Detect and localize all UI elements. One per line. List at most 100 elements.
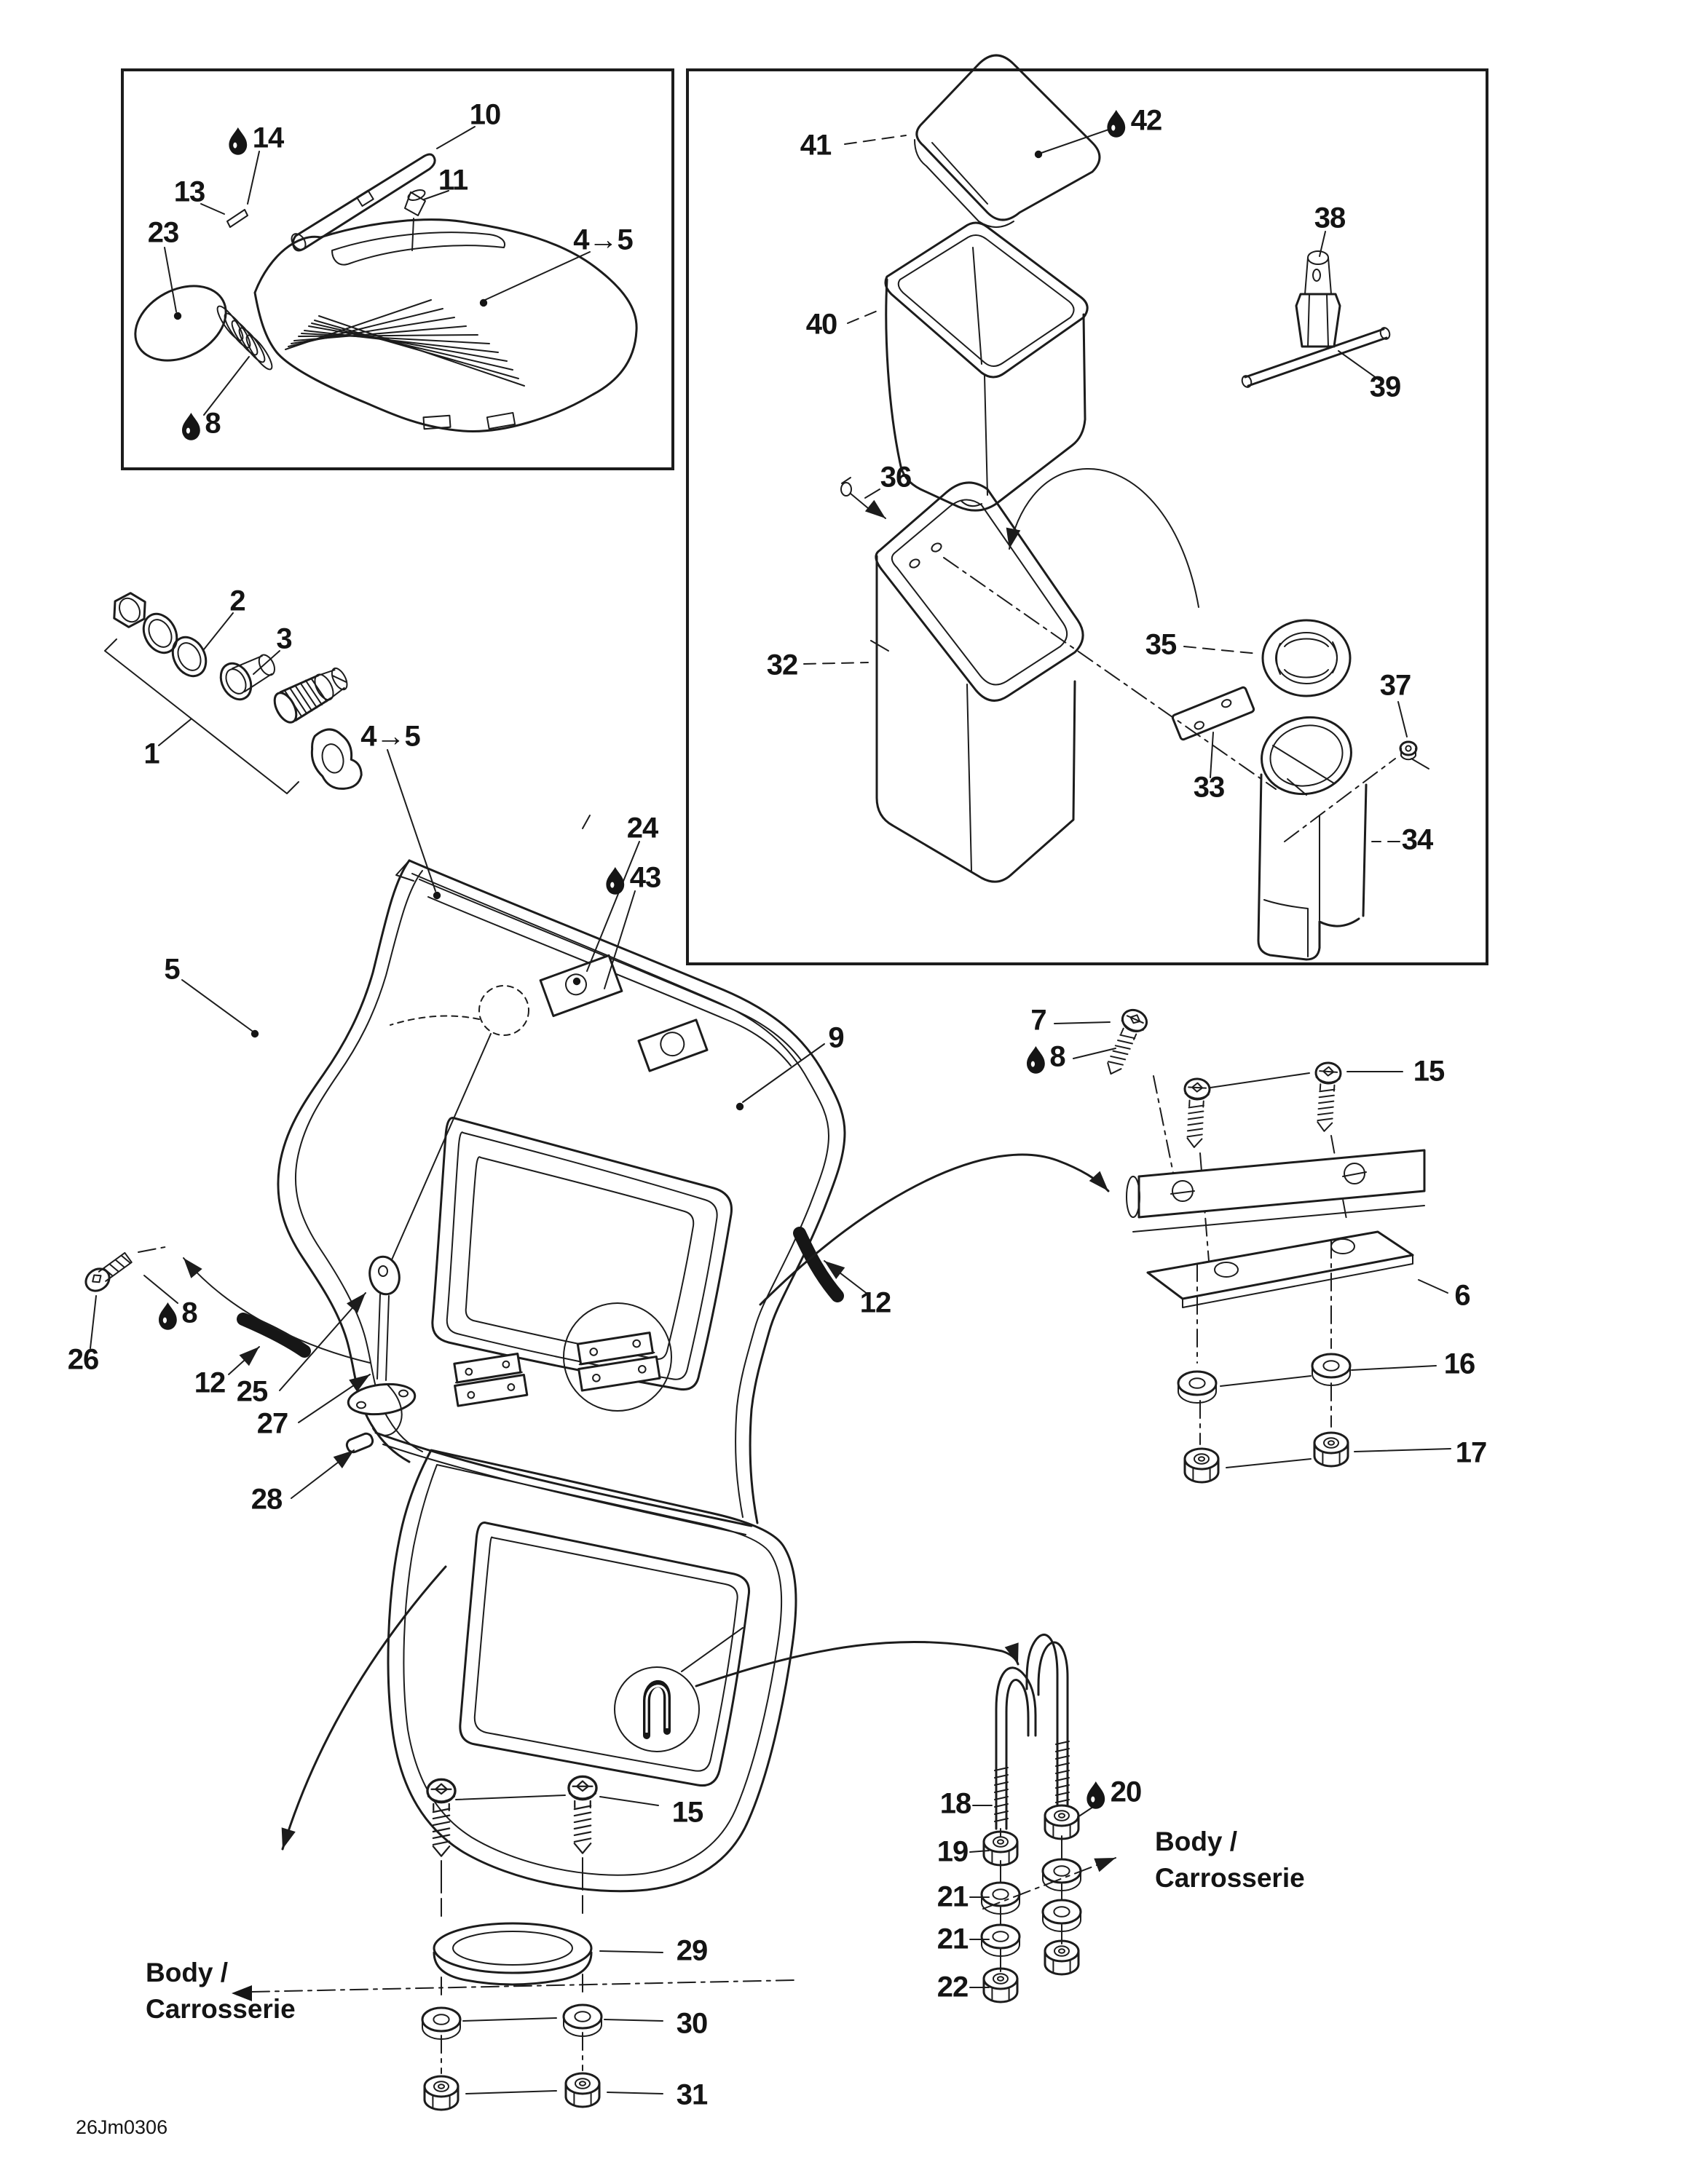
callout-17: 17	[1456, 1437, 1487, 1469]
callout-18: 18	[940, 1788, 971, 1820]
panel-outline-left	[277, 859, 411, 1463]
box1-leader-lines	[164, 126, 591, 416]
panel-bottom-edge	[374, 1431, 753, 1527]
callout-34: 34	[1402, 824, 1434, 856]
callout-1: 1	[143, 738, 159, 770]
panel-outline-right	[408, 859, 846, 1524]
callout-16: 16	[1444, 1348, 1475, 1380]
oil-drop-icon-8-a	[182, 413, 200, 440]
callout-26: 26	[68, 1344, 99, 1376]
callout-10: 10	[470, 99, 501, 131]
callout-6: 6	[1454, 1280, 1470, 1312]
latch-assembly-25-27-28	[345, 1255, 417, 1454]
knob-part-11	[404, 189, 426, 251]
cover-tabs	[422, 411, 516, 430]
callout-37: 37	[1380, 670, 1411, 702]
body-axis-line-left	[251, 1979, 794, 1993]
body-arrow-left	[232, 1985, 252, 2001]
lock-assembly	[104, 592, 441, 900]
oil-drop-icon-42	[1107, 110, 1126, 138]
bottom-left-leaders	[462, 1950, 663, 2094]
hinge-right	[576, 1332, 661, 1392]
callout-15-b: 15	[672, 1797, 703, 1829]
callout-27: 27	[257, 1408, 288, 1440]
box2-leader-lines	[803, 127, 1429, 842]
body-label-left-line1: Body /	[146, 1958, 228, 1987]
container-part-32	[870, 555, 1076, 883]
bottom-left-fasteners	[232, 1565, 794, 2111]
callout-8-a: 8	[205, 408, 221, 440]
bulb-part-23	[134, 285, 273, 371]
u-bolt-fasteners	[969, 1634, 1116, 2003]
door-to-hinge-arrow	[759, 1153, 1110, 1306]
hex-nut-icon	[113, 592, 146, 628]
pin-part-13	[226, 209, 248, 228]
callout-31: 31	[677, 2079, 708, 2111]
callout-4-5-a: 4→5	[573, 224, 633, 256]
callout-40: 40	[806, 309, 837, 341]
hinge-left	[453, 1352, 529, 1407]
callout-42: 42	[1131, 105, 1162, 137]
oil-drop-icon-8-c	[1027, 1046, 1045, 1074]
callout-30: 30	[677, 2008, 708, 2040]
oil-drop-icon-43	[606, 867, 625, 895]
callout-36: 36	[880, 462, 912, 494]
cover-part	[253, 218, 638, 432]
hinge-leader-lines	[1054, 1021, 1451, 1468]
door-part	[387, 1449, 797, 1893]
hinge-mount-assembly	[759, 1005, 1451, 1484]
body-label-right-line1: Body /	[1155, 1827, 1237, 1856]
callout-19: 19	[937, 1836, 969, 1868]
cap-part-35	[1261, 619, 1352, 697]
hinge-detail-circle	[563, 1302, 672, 1412]
socket-tool-part-38	[1295, 250, 1341, 348]
callout-14: 14	[253, 122, 285, 154]
rubber-bumper-left-12	[237, 1313, 311, 1358]
callout-28: 28	[251, 1484, 283, 1516]
panel-leader-lines	[90, 815, 869, 1499]
plate-part-33	[1171, 686, 1255, 741]
callout-11: 11	[438, 165, 468, 197]
bucket-part-40	[884, 221, 1089, 512]
insert-arrow	[1006, 467, 1199, 608]
seal-frame-part-36-target	[875, 481, 1084, 702]
u-clip-detail-circle	[614, 1666, 700, 1752]
callout-39: 39	[1370, 371, 1401, 403]
callout-5: 5	[164, 954, 180, 986]
callout-33: 33	[1194, 772, 1225, 804]
hinge-to-fasteners-arrow	[281, 1565, 447, 1851]
nut-part-37	[1399, 740, 1418, 761]
hinge-bracket-6	[1126, 1149, 1426, 1308]
callout-25: 25	[237, 1376, 268, 1408]
body-axis-line-right	[982, 1857, 1116, 1910]
latch-plate	[310, 728, 363, 790]
callout-4-5-b: 4→5	[360, 721, 420, 753]
callout-12-r: 12	[860, 1287, 891, 1319]
ribbed-neck	[216, 305, 273, 371]
callout-20: 20	[1111, 1776, 1142, 1808]
oil-drop-icon-20	[1086, 1781, 1105, 1809]
callout-22: 22	[937, 1971, 969, 2003]
body-label-right-line2: Carrosserie	[1155, 1863, 1305, 1893]
callout-8-b: 8	[181, 1297, 197, 1329]
document-code: 26Jm0306	[76, 2116, 167, 2138]
inset-box-2-border	[686, 68, 1488, 965]
lock-barrel	[273, 667, 348, 724]
rubber-bumper-right-12	[793, 1227, 844, 1302]
callout-41: 41	[800, 130, 832, 162]
u-bolt-part-18	[994, 1634, 1070, 1830]
callout-7: 7	[1030, 1005, 1046, 1037]
rod-part-39	[1241, 327, 1391, 388]
callout-12-l: 12	[194, 1367, 226, 1399]
screw-plate-24	[539, 954, 623, 1018]
callout-35: 35	[1145, 629, 1177, 661]
callout-38: 38	[1314, 202, 1346, 234]
callout-3: 3	[276, 623, 291, 655]
callout-21-a: 21	[937, 1881, 969, 1913]
inset-box-1-border	[121, 68, 674, 470]
inset-box-storage-bin	[686, 54, 1488, 965]
callout-8-c: 8	[1049, 1041, 1065, 1073]
